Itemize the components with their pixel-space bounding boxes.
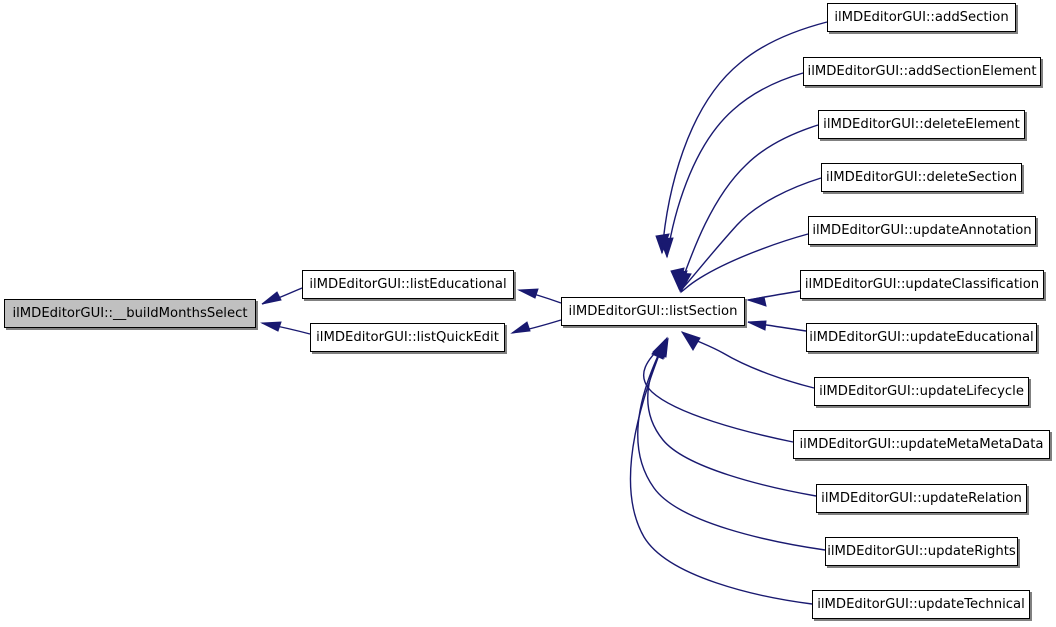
edge-addSection-to-listSection — [655, 21, 828, 255]
arrowhead-icon — [654, 336, 668, 357]
edge-updateLifecycle-to-listSection — [680, 331, 815, 389]
arrowhead-icon — [510, 321, 531, 334]
graph-node-label: ilMDEditorGUI::updateLifecycle — [819, 383, 1024, 399]
graph-node-updateLifecycle[interactable]: ilMDEditorGUI::updateLifecycle — [814, 377, 1029, 406]
graph-node-label: ilMDEditorGUI::updateClassification — [804, 276, 1040, 292]
arrowhead-icon — [670, 267, 685, 291]
graph-node-label: ilMDEditorGUI::listSection — [568, 303, 738, 319]
arrowhead-icon — [651, 340, 665, 360]
graph-node-label: ilMDEditorGUI::updateMetaMetaData — [799, 436, 1044, 452]
graph-node-label: ilMDEditorGUI::listQuickEdit — [316, 329, 499, 345]
graph-node-label: ilMDEditorGUI::updateRights — [827, 543, 1016, 559]
edge-updateClassification-to-listSection — [746, 290, 801, 307]
edge-deleteSection-to-listSection — [673, 177, 822, 293]
graph-node-label: ilMDEditorGUI::updateTechnical — [817, 596, 1025, 612]
graph-node-updateMetaMetaData[interactable]: ilMDEditorGUI::updateMetaMetaData — [793, 430, 1050, 459]
edge-addSectionElement-to-listSection — [659, 72, 804, 259]
edge-deleteElement-to-listSection — [670, 124, 819, 291]
arrowhead-icon — [260, 321, 282, 332]
graph-node-updateRelation[interactable]: ilMDEditorGUI::updateRelation — [816, 484, 1027, 513]
arrowhead-icon — [261, 291, 282, 305]
edge-updateRelation-to-listSection — [647, 336, 817, 497]
graph-node-label: ilMDEditorGUI::deleteSection — [825, 169, 1018, 185]
graph-node-updateRights[interactable]: ilMDEditorGUI::updateRights — [825, 537, 1018, 566]
graph-node-addSectionElement[interactable]: ilMDEditorGUI::addSectionElement — [803, 57, 1041, 86]
edge-updateEducational-to-listSection — [747, 320, 807, 332]
arrowhead-icon — [655, 233, 670, 255]
edge-listQuickEdit-to-buildMonthsSelect — [260, 321, 311, 335]
arrowhead-icon — [680, 331, 701, 351]
graph-node-label: ilMDEditorGUI::updateEducational — [809, 329, 1034, 345]
arrowhead-icon — [659, 237, 674, 259]
graph-node-listSection[interactable]: ilMDEditorGUI::listSection — [561, 297, 745, 326]
arrowhead-icon — [517, 288, 539, 299]
graph-node-deleteElement[interactable]: ilMDEditorGUI::deleteElement — [818, 110, 1025, 139]
arrowhead-icon — [652, 338, 666, 359]
arrowhead-icon — [746, 296, 767, 307]
graph-node-label: ilMDEditorGUI::updateAnnotation — [812, 222, 1032, 238]
edge-listSection-to-listQuickEdit — [510, 319, 562, 334]
arrowhead-icon — [677, 272, 692, 294]
edge-updateAnnotation-to-listSection — [677, 233, 809, 294]
graph-node-deleteSection[interactable]: ilMDEditorGUI::deleteSection — [821, 163, 1022, 192]
edge-updateMetaMetaData-to-listSection — [643, 337, 794, 443]
graph-node-label: ilMDEditorGUI::deleteElement — [823, 116, 1020, 132]
arrowhead-icon — [747, 320, 767, 331]
graph-node-label: ilMDEditorGUI::updateRelation — [821, 490, 1022, 506]
graph-node-updateEducational[interactable]: ilMDEditorGUI::updateEducational — [806, 323, 1037, 352]
graph-node-addSection[interactable]: ilMDEditorGUI::addSection — [827, 3, 1016, 32]
edge-listEducational-to-buildMonthsSelect — [261, 287, 303, 305]
graph-node-updateAnnotation[interactable]: ilMDEditorGUI::updateAnnotation — [808, 216, 1036, 245]
arrowhead-icon — [653, 337, 669, 358]
graph-node-label: ilMDEditorGUI::listEducational — [309, 276, 507, 292]
graph-node-label: ilMDEditorGUI::addSectionElement — [807, 63, 1037, 79]
graph-node-listEducational[interactable]: ilMDEditorGUI::listEducational — [302, 270, 514, 299]
graph-node-label: ilMDEditorGUI::__buildMonthsSelect — [12, 305, 248, 321]
graph-node-updateClassification[interactable]: ilMDEditorGUI::updateClassification — [800, 270, 1044, 299]
arrowhead-icon — [673, 270, 688, 293]
graph-node-label: ilMDEditorGUI::addSection — [834, 9, 1009, 25]
graph-node-updateTechnical[interactable]: ilMDEditorGUI::updateTechnical — [812, 590, 1030, 619]
edge-updateTechnical-to-listSection — [629, 340, 813, 605]
graph-node-listQuickEdit[interactable]: ilMDEditorGUI::listQuickEdit — [310, 323, 505, 352]
edge-listSection-to-listEducational — [517, 288, 562, 304]
graph-node-buildMonthsSelect[interactable]: ilMDEditorGUI::__buildMonthsSelect — [4, 299, 256, 328]
